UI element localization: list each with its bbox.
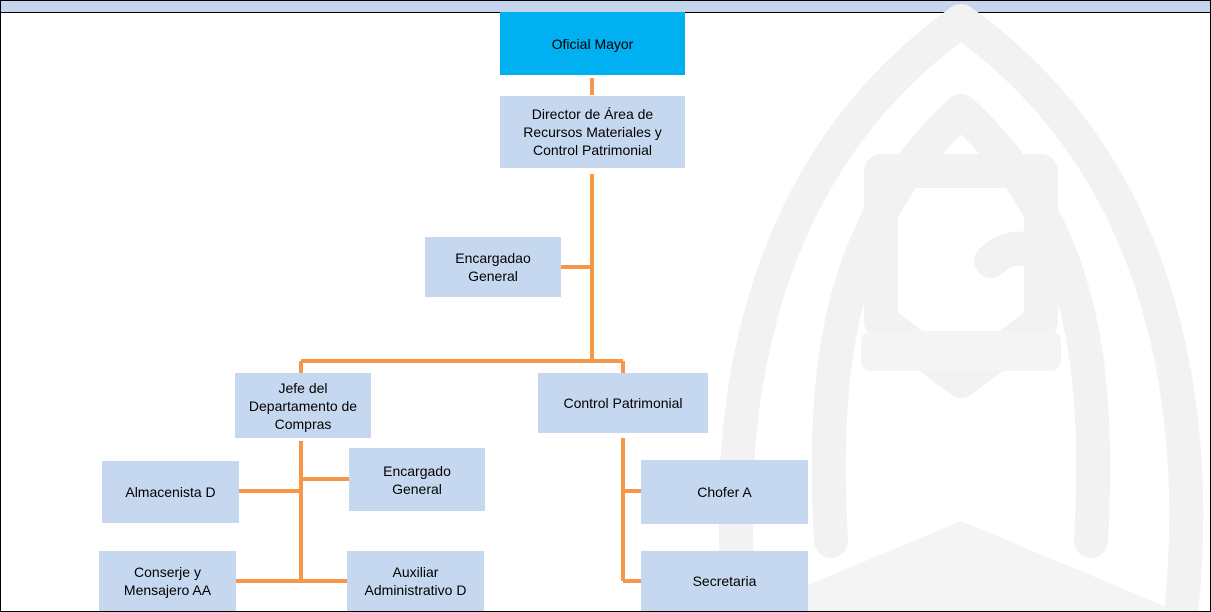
node-almacenista: Almacenista D: [102, 461, 239, 523]
node-encargado-general-top: Encargadao General: [425, 237, 561, 297]
node-oficial-mayor: Oficial Mayor: [500, 12, 685, 75]
node-conserje: Conserje y Mensajero AA: [99, 551, 236, 611]
node-encargado-general-bottom: Encargado General: [349, 448, 485, 511]
node-director: Director de Área de Recursos Materiales …: [500, 96, 685, 168]
emblem-watermark: [718, 4, 1204, 611]
node-secretaria: Secretaria: [641, 551, 808, 611]
node-control-patrimonial: Control Patrimonial: [538, 373, 708, 433]
node-jefe-compras: Jefe del Departamento de Compras: [235, 373, 371, 438]
node-chofer: Chofer A: [641, 460, 808, 524]
node-auxiliar: Auxiliar Administrativo D: [347, 551, 484, 611]
